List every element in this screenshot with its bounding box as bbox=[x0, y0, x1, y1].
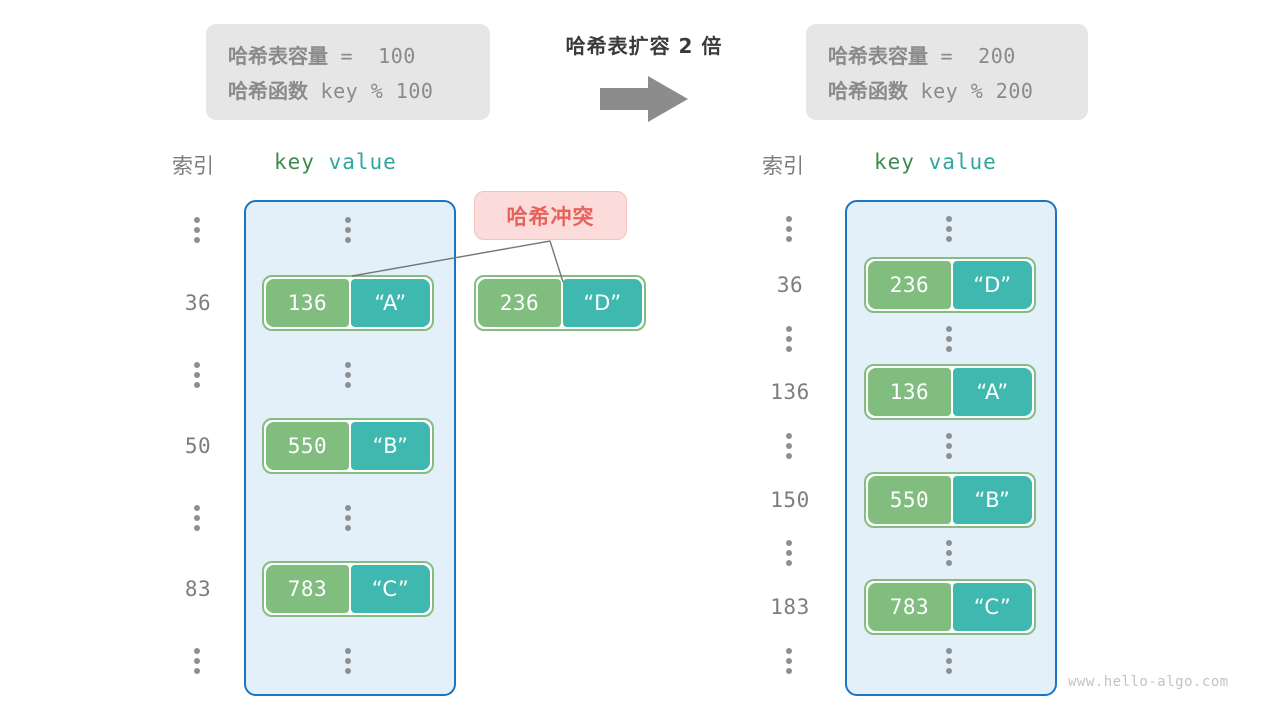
entry-key: 550 bbox=[266, 422, 349, 470]
index-ellipsis-icon bbox=[783, 433, 797, 459]
row-index-label: 183 bbox=[770, 595, 810, 619]
key-value-entry[interactable]: 783“C” bbox=[864, 579, 1036, 635]
entry-value: “A” bbox=[952, 368, 1032, 416]
header-key-value-left: key value bbox=[274, 150, 397, 174]
key-value-entry[interactable]: 236“D” bbox=[864, 257, 1036, 313]
index-ellipsis-icon bbox=[783, 216, 797, 242]
entry-key: 136 bbox=[868, 368, 951, 416]
header-key-value-right: key value bbox=[874, 150, 997, 174]
row-index-label: 83 bbox=[184, 577, 212, 601]
entry-value: “C” bbox=[350, 565, 430, 613]
function-label-before: 哈希函数 bbox=[228, 79, 308, 103]
row-index-label: 150 bbox=[770, 488, 810, 512]
bucket-ellipsis-icon bbox=[943, 648, 957, 674]
bucket-ellipsis-icon bbox=[943, 326, 957, 352]
row-index-label: 136 bbox=[770, 380, 810, 404]
watermark: www.hello-algo.com bbox=[1068, 674, 1229, 690]
capacity-line-after: 哈希表容量 = 200 bbox=[828, 40, 1066, 69]
function-label-after: 哈希函数 bbox=[828, 79, 908, 103]
colliding-entry[interactable]: 236 “D” bbox=[474, 275, 646, 331]
hash-table-info-before: 哈希表容量 = 100 哈希函数 key % 100 bbox=[206, 24, 490, 120]
colliding-entry-key: 236 bbox=[478, 279, 561, 327]
capacity-label-after: 哈希表容量 bbox=[828, 44, 928, 68]
bucket-ellipsis-icon bbox=[943, 433, 957, 459]
index-ellipsis-icon bbox=[191, 217, 205, 243]
header-key-left: key bbox=[274, 150, 315, 174]
bucket-ellipsis-icon bbox=[943, 540, 957, 566]
entry-value: “C” bbox=[952, 583, 1032, 631]
header-key-right: key bbox=[874, 150, 915, 174]
status-badge-hash-collision: 哈希冲突 bbox=[474, 191, 627, 240]
capacity-label-before: 哈希表容量 bbox=[228, 44, 328, 68]
entry-key: 783 bbox=[868, 583, 951, 631]
transform-title: 哈希表扩容 2 倍 bbox=[565, 34, 723, 58]
capacity-value-before: = 100 bbox=[328, 44, 416, 68]
hash-table-info-after: 哈希表容量 = 200 哈希函数 key % 200 bbox=[806, 24, 1088, 120]
index-ellipsis-icon bbox=[783, 540, 797, 566]
function-value-before: key % 100 bbox=[308, 79, 434, 103]
key-value-entry[interactable]: 550“B” bbox=[262, 418, 434, 474]
entry-value: “B” bbox=[952, 476, 1032, 524]
entry-value: “D” bbox=[952, 261, 1032, 309]
bucket-ellipsis-icon bbox=[342, 362, 356, 388]
entry-key: 136 bbox=[266, 279, 349, 327]
row-index-label: 36 bbox=[184, 291, 212, 315]
index-ellipsis-icon bbox=[783, 648, 797, 674]
header-value-right: value bbox=[928, 150, 997, 174]
function-line-before: 哈希函数 key % 100 bbox=[228, 75, 468, 104]
entry-key: 550 bbox=[868, 476, 951, 524]
entry-key: 783 bbox=[266, 565, 349, 613]
key-value-entry[interactable]: 550“B” bbox=[864, 472, 1036, 528]
key-value-entry[interactable]: 783“C” bbox=[262, 561, 434, 617]
index-ellipsis-icon bbox=[783, 326, 797, 352]
function-value-after: key % 200 bbox=[908, 79, 1034, 103]
entry-value: “B” bbox=[350, 422, 430, 470]
capacity-line-before: 哈希表容量 = 100 bbox=[228, 40, 468, 69]
header-value-left: value bbox=[328, 150, 397, 174]
index-ellipsis-icon bbox=[191, 362, 205, 388]
key-value-entry[interactable]: 136“A” bbox=[864, 364, 1036, 420]
header-index-left: 索引 bbox=[172, 154, 214, 178]
header-index-right: 索引 bbox=[762, 154, 804, 178]
right-arrow-icon bbox=[600, 76, 688, 122]
bucket-ellipsis-icon bbox=[342, 648, 356, 674]
capacity-value-after: = 200 bbox=[928, 44, 1016, 68]
bucket-ellipsis-icon bbox=[342, 505, 356, 531]
bucket-ellipsis-icon bbox=[342, 217, 356, 243]
colliding-entry-value: “D” bbox=[562, 279, 642, 327]
row-index-label: 50 bbox=[184, 434, 212, 458]
row-index-label: 36 bbox=[776, 273, 804, 297]
index-ellipsis-icon bbox=[191, 648, 205, 674]
key-value-entry[interactable]: 136“A” bbox=[262, 275, 434, 331]
function-line-after: 哈希函数 key % 200 bbox=[828, 75, 1066, 104]
bucket-ellipsis-icon bbox=[943, 216, 957, 242]
index-ellipsis-icon bbox=[191, 505, 205, 531]
entry-value: “A” bbox=[350, 279, 430, 327]
entry-key: 236 bbox=[868, 261, 951, 309]
